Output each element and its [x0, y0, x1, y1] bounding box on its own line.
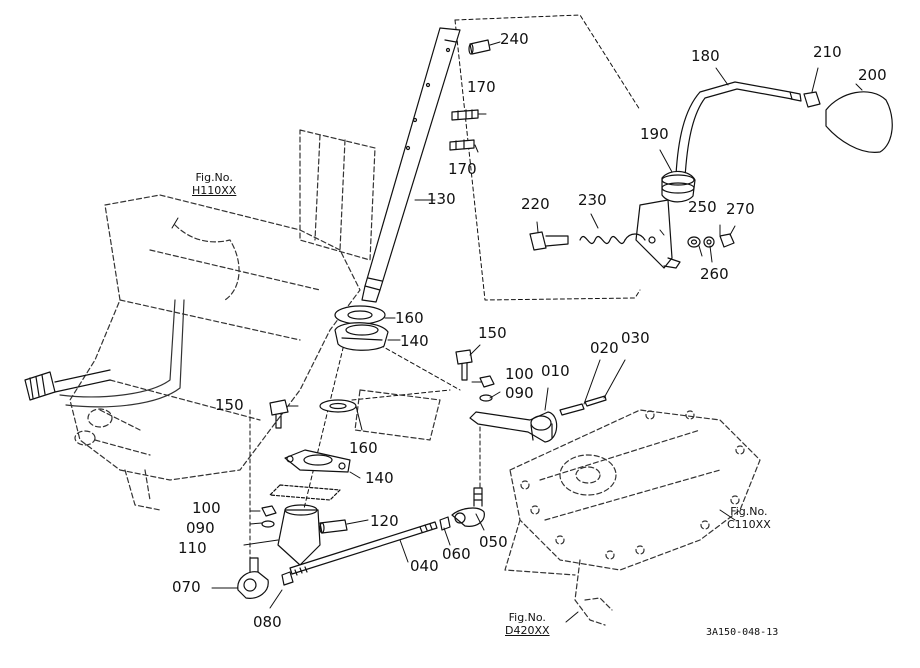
- lever-180[interactable]: [675, 81, 802, 179]
- label-120[interactable]: 120: [370, 512, 399, 530]
- boot-190[interactable]: [661, 170, 696, 203]
- label-150-right[interactable]: 150: [478, 324, 507, 342]
- tube-left: [59, 299, 185, 408]
- label-150-left[interactable]: 150: [215, 396, 244, 414]
- label-080[interactable]: 080: [253, 613, 282, 631]
- label-250[interactable]: 250: [688, 198, 717, 216]
- spring-pin-030[interactable]: [584, 395, 607, 407]
- spring-230[interactable]: [579, 233, 646, 244]
- nut-060[interactable]: [439, 516, 451, 531]
- label-200[interactable]: 200: [858, 66, 887, 84]
- washer-160-upper[interactable]: [334, 305, 386, 325]
- washer-090-lower[interactable]: [261, 520, 275, 528]
- label-090-lower[interactable]: 090: [186, 519, 215, 537]
- shaft-stub-left: [24, 369, 111, 401]
- figure-reference-code: H110XX: [192, 183, 237, 197]
- label-020[interactable]: 020: [590, 339, 619, 357]
- label-110[interactable]: 110: [178, 539, 207, 557]
- pin-120[interactable]: [319, 519, 348, 534]
- nut-100-upper[interactable]: [479, 375, 495, 388]
- guide-lines: [249, 14, 641, 571]
- boot-140-lower[interactable]: [269, 449, 351, 501]
- figure-reference-d420xx[interactable]: Fig.No. D420XX: [505, 611, 550, 637]
- label-130[interactable]: 130: [427, 190, 456, 208]
- label-170-upper[interactable]: 170: [467, 78, 496, 96]
- label-210[interactable]: 210: [813, 43, 842, 61]
- shift-arm-010[interactable]: [469, 411, 558, 443]
- label-160-upper[interactable]: 160: [395, 309, 424, 327]
- rod-040[interactable]: [289, 521, 438, 576]
- figure-reference-prefix: Fig.No.: [730, 505, 768, 518]
- arm-110[interactable]: [277, 504, 321, 566]
- label-040[interactable]: 040: [410, 557, 439, 575]
- washer-260[interactable]: [703, 236, 715, 248]
- spring-pin-170-upper[interactable]: [451, 109, 479, 121]
- shift-fork-bottom: [574, 559, 613, 626]
- label-140-lower[interactable]: 140: [365, 469, 394, 487]
- knob-200[interactable]: [825, 91, 893, 153]
- label-060[interactable]: 060: [442, 545, 471, 563]
- label-140-upper[interactable]: 140: [400, 332, 429, 350]
- label-180[interactable]: 180: [691, 47, 720, 65]
- bolt-150-left[interactable]: [269, 399, 289, 429]
- label-260[interactable]: 260: [700, 265, 729, 283]
- label-090-upper[interactable]: 090: [505, 384, 534, 402]
- label-070[interactable]: 070: [172, 578, 201, 596]
- label-160-lower[interactable]: 160: [349, 439, 378, 457]
- catalog-number: 3A150-048-13: [706, 627, 779, 638]
- label-010[interactable]: 010: [541, 362, 570, 380]
- ball-joint-070[interactable]: [237, 557, 269, 599]
- nut-100-lower[interactable]: [261, 505, 277, 517]
- transmission-housing-left: [69, 129, 441, 511]
- shift-rod-130[interactable]: [361, 27, 461, 303]
- washer-160-lower[interactable]: [319, 399, 357, 413]
- figure-reference-c110xx[interactable]: Fig.No. C110XX: [727, 505, 771, 531]
- figure-reference-code: C110XX: [727, 517, 771, 531]
- pin-240[interactable]: [468, 39, 491, 55]
- washer-090-upper[interactable]: [479, 394, 493, 402]
- label-100-upper[interactable]: 100: [505, 365, 534, 383]
- boot-140-upper[interactable]: [334, 322, 389, 351]
- nut-080[interactable]: [281, 571, 294, 586]
- nut-210[interactable]: [803, 91, 821, 108]
- label-170-lower[interactable]: 170: [448, 160, 477, 178]
- leader-lines: [171, 41, 863, 623]
- nut-270[interactable]: [719, 233, 735, 248]
- transmission-housing-right: [504, 409, 761, 576]
- label-050[interactable]: 050: [479, 533, 508, 551]
- washer-250[interactable]: [687, 236, 701, 248]
- pin-020[interactable]: [559, 403, 585, 416]
- figure-reference-h110xx[interactable]: Fig.No. H110XX: [192, 171, 237, 197]
- label-220[interactable]: 220: [521, 195, 550, 213]
- label-240[interactable]: 240: [500, 30, 529, 48]
- label-100-lower[interactable]: 100: [192, 499, 221, 517]
- bolt-220[interactable]: [529, 231, 569, 251]
- label-230[interactable]: 230: [578, 191, 607, 209]
- figure-reference-prefix: Fig.No.: [508, 611, 546, 624]
- label-190[interactable]: 190: [640, 125, 669, 143]
- label-270[interactable]: 270: [726, 200, 755, 218]
- lever-bracket[interactable]: [635, 199, 681, 269]
- bolt-150-right[interactable]: [455, 349, 473, 381]
- label-030[interactable]: 030: [621, 329, 650, 347]
- ball-joint-050[interactable]: [451, 487, 485, 527]
- figure-reference-code: D420XX: [505, 623, 550, 637]
- figure-reference-prefix: Fig.No.: [195, 171, 233, 184]
- spring-pin-170-lower[interactable]: [449, 139, 475, 151]
